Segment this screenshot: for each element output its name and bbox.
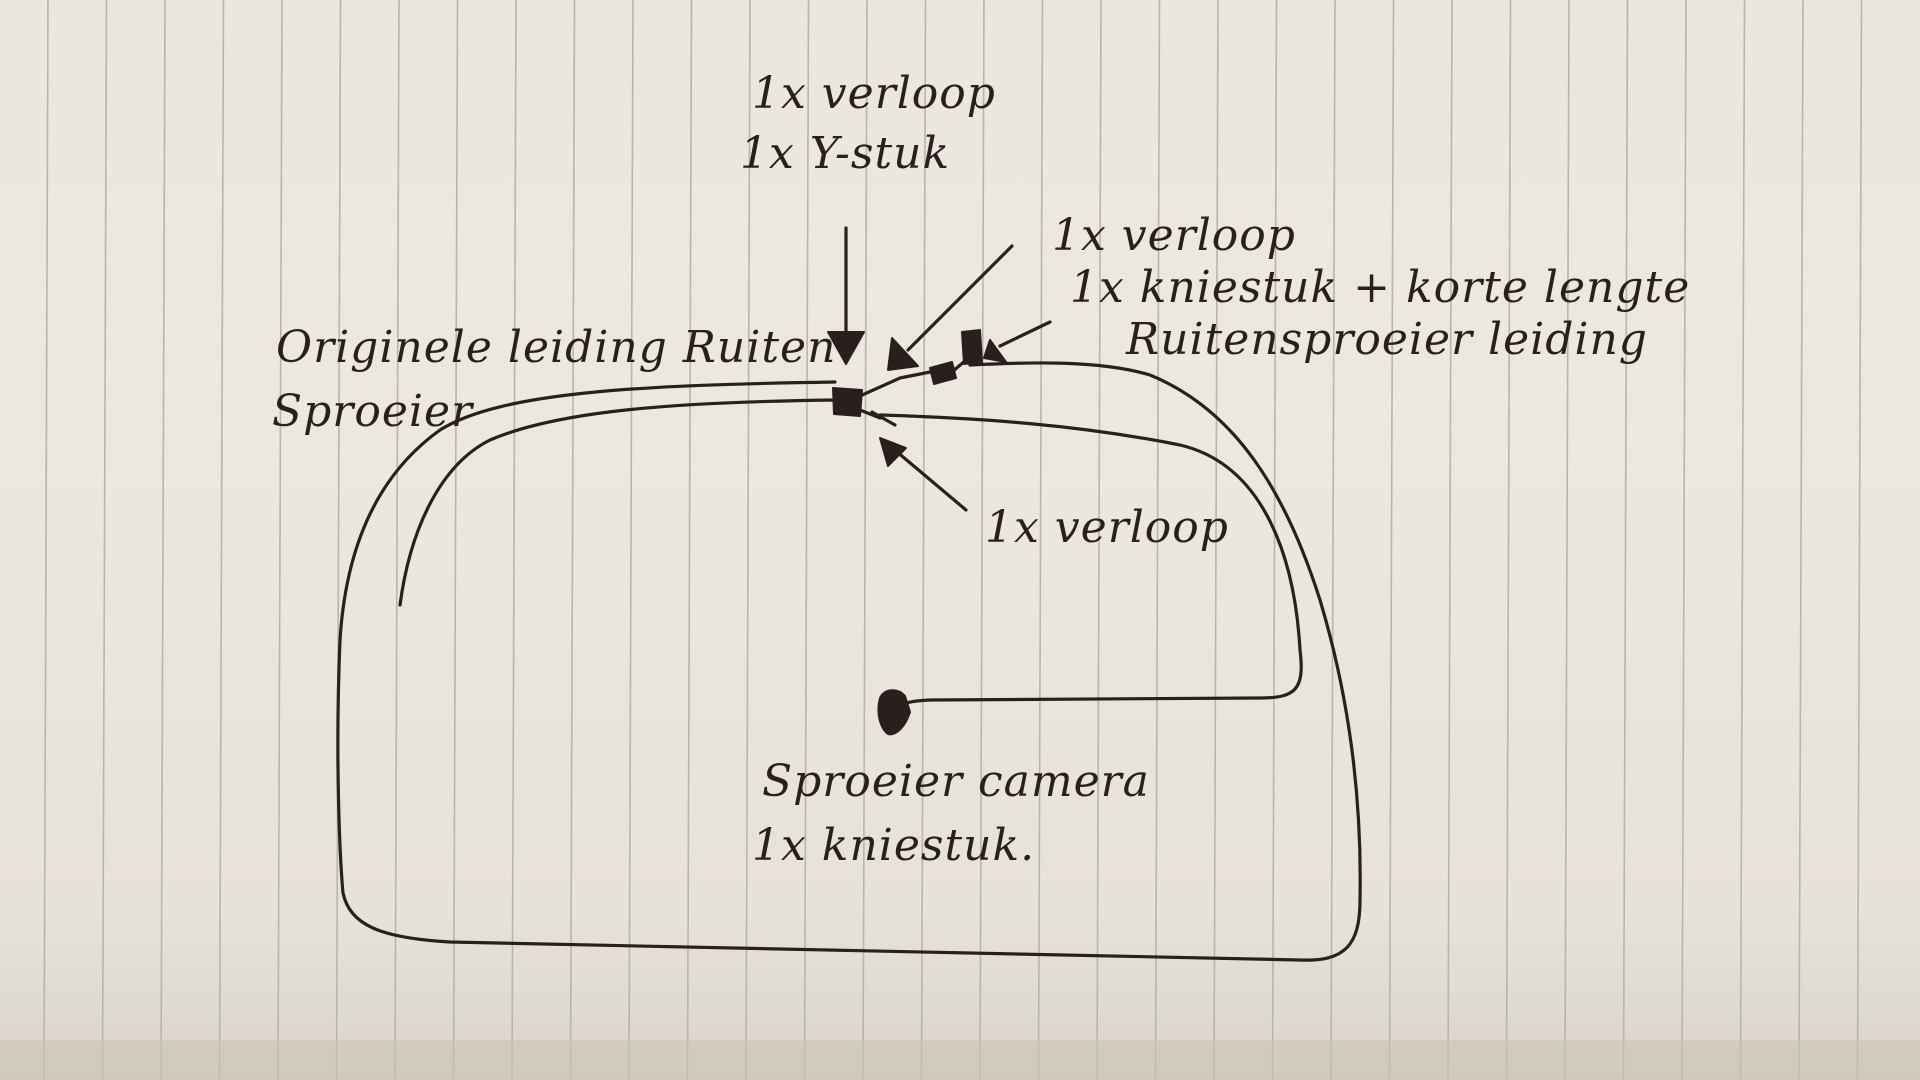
arrow-lower-right [879, 437, 968, 512]
label-bottom-kniestuk: 1x kniestuk. [752, 820, 1035, 871]
paper-ruling-lines [43, 0, 1863, 1080]
ruling-line [862, 0, 868, 1080]
ruling-line [43, 0, 49, 1080]
ruling-line [218, 0, 225, 1080]
label-top-verloop: 1x verloop [752, 68, 996, 119]
label-lower-verloop: 1x verloop [985, 502, 1229, 553]
ruling-line [1154, 0, 1161, 1080]
label-right-kniestuk: 1x kniestuk + korte lengte [1070, 262, 1690, 313]
ruling-line [1037, 0, 1044, 1080]
ruling-line [628, 0, 634, 1080]
ruling-line [1739, 0, 1746, 1080]
label-top-y-stuk: 1x Y-stuk [740, 128, 950, 179]
ruling-line [1856, 0, 1863, 1080]
arrow-upper-right [887, 244, 1014, 371]
inner-left-hose-line [398, 398, 837, 607]
ruling-line [1213, 0, 1219, 1080]
label-sproeier-camera: Sproeier camera [762, 756, 1150, 807]
ruling-line [1505, 0, 1512, 1080]
ruling-line [979, 0, 985, 1080]
reducer-connector [929, 361, 957, 385]
ruling-line [511, 0, 517, 1080]
ruling-line [920, 0, 927, 1080]
arrow-right-elbow [983, 320, 1052, 363]
ruling-line [1388, 0, 1395, 1080]
camera-hose-line [878, 413, 1303, 708]
ruling-line [101, 0, 108, 1080]
outer-hose-line [336, 361, 1362, 962]
ruling-line [1681, 0, 1687, 1080]
elbow-connector-outline [950, 338, 968, 374]
ruling-line [745, 0, 751, 1080]
ruling-line [394, 0, 400, 1080]
label-left-originele-leiding: Originele leiding Ruiten [276, 322, 836, 373]
y-piece-lower-branch [858, 408, 882, 420]
ruling-line [1271, 0, 1278, 1080]
ruling-line [803, 0, 810, 1080]
y-piece-connector [832, 387, 863, 417]
arrow-small-junction [870, 410, 897, 427]
ruling-line [277, 0, 283, 1080]
camera-sprayer-nozzle [877, 689, 911, 736]
ruling-line [569, 0, 576, 1080]
arrow-top-down [827, 226, 865, 365]
ruling-line [1798, 0, 1804, 1080]
label-right-ruitensproeier: Ruitensproeier leiding [1125, 314, 1648, 365]
ruling-line [452, 0, 459, 1080]
label-right-verloop: 1x verloop [1052, 210, 1296, 261]
paper-shadow [0, 1040, 1920, 1080]
label-left-sproeier: Sproeier [272, 386, 475, 437]
ruling-line [1096, 0, 1102, 1080]
ruling-line [1564, 0, 1570, 1080]
ruling-line [160, 0, 166, 1080]
ruling-line [1447, 0, 1453, 1080]
ruling-line [686, 0, 693, 1080]
ruling-line [1622, 0, 1629, 1080]
ruling-line [1330, 0, 1336, 1080]
ruling-line [335, 0, 342, 1080]
